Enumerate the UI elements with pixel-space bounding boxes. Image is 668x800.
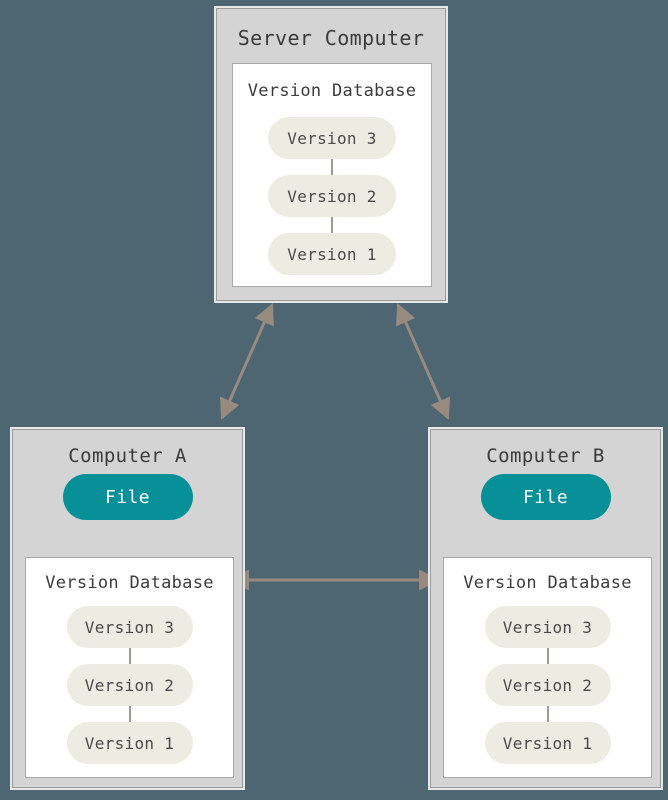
version-connector [546, 706, 549, 722]
file-pill-a[interactable]: File [62, 474, 193, 520]
server-version-database-title: Version Database [247, 81, 417, 101]
version-connector [128, 706, 131, 722]
computer-a-version-database-title: Version Database [45, 573, 214, 593]
version-pill[interactable]: Version 3 [66, 606, 193, 648]
version-pill[interactable]: Version 1 [66, 722, 193, 764]
version-pill[interactable]: Version 2 [484, 664, 611, 706]
version-pill[interactable]: Version 3 [484, 606, 611, 648]
computer-a-title: Computer A [68, 445, 187, 467]
server-version-database-panel[interactable]: Version Database Version 3 Version 2 Ver… [232, 63, 432, 287]
server-version-list: Version 3 Version 2 Version 1 [233, 117, 431, 275]
arrow-server-to-computer-a [220, 303, 274, 420]
computer-b-version-list: Version 3 Version 2 Version 1 [444, 606, 651, 764]
computer-a-box[interactable]: Computer A File Version Database Version… [10, 427, 245, 790]
computer-b-box[interactable]: Computer B File Version Database Version… [428, 427, 663, 790]
computer-b-title: Computer B [486, 445, 605, 467]
version-connector [128, 648, 131, 664]
arrow-server-to-computer-b [396, 303, 450, 420]
version-pill[interactable]: Version 2 [268, 175, 396, 217]
server-computer-title: Server Computer [237, 26, 425, 50]
file-pill-b[interactable]: File [480, 474, 611, 520]
version-pill[interactable]: Version 1 [268, 233, 396, 275]
version-pill[interactable]: Version 3 [268, 117, 396, 159]
version-connector [331, 217, 333, 233]
server-computer-box[interactable]: Server Computer Version Database Version… [214, 6, 448, 303]
computer-b-version-database-panel[interactable]: Version Database Version 3 Version 2 Ver… [443, 557, 652, 778]
version-connector [546, 648, 549, 664]
computer-b-version-database-title: Version Database [463, 573, 632, 593]
version-pill[interactable]: Version 2 [66, 664, 193, 706]
version-pill[interactable]: Version 1 [484, 722, 611, 764]
computer-a-version-database-panel[interactable]: Version Database Version 3 Version 2 Ver… [25, 557, 234, 778]
version-connector [331, 159, 333, 175]
computer-a-version-list: Version 3 Version 2 Version 1 [26, 606, 233, 764]
